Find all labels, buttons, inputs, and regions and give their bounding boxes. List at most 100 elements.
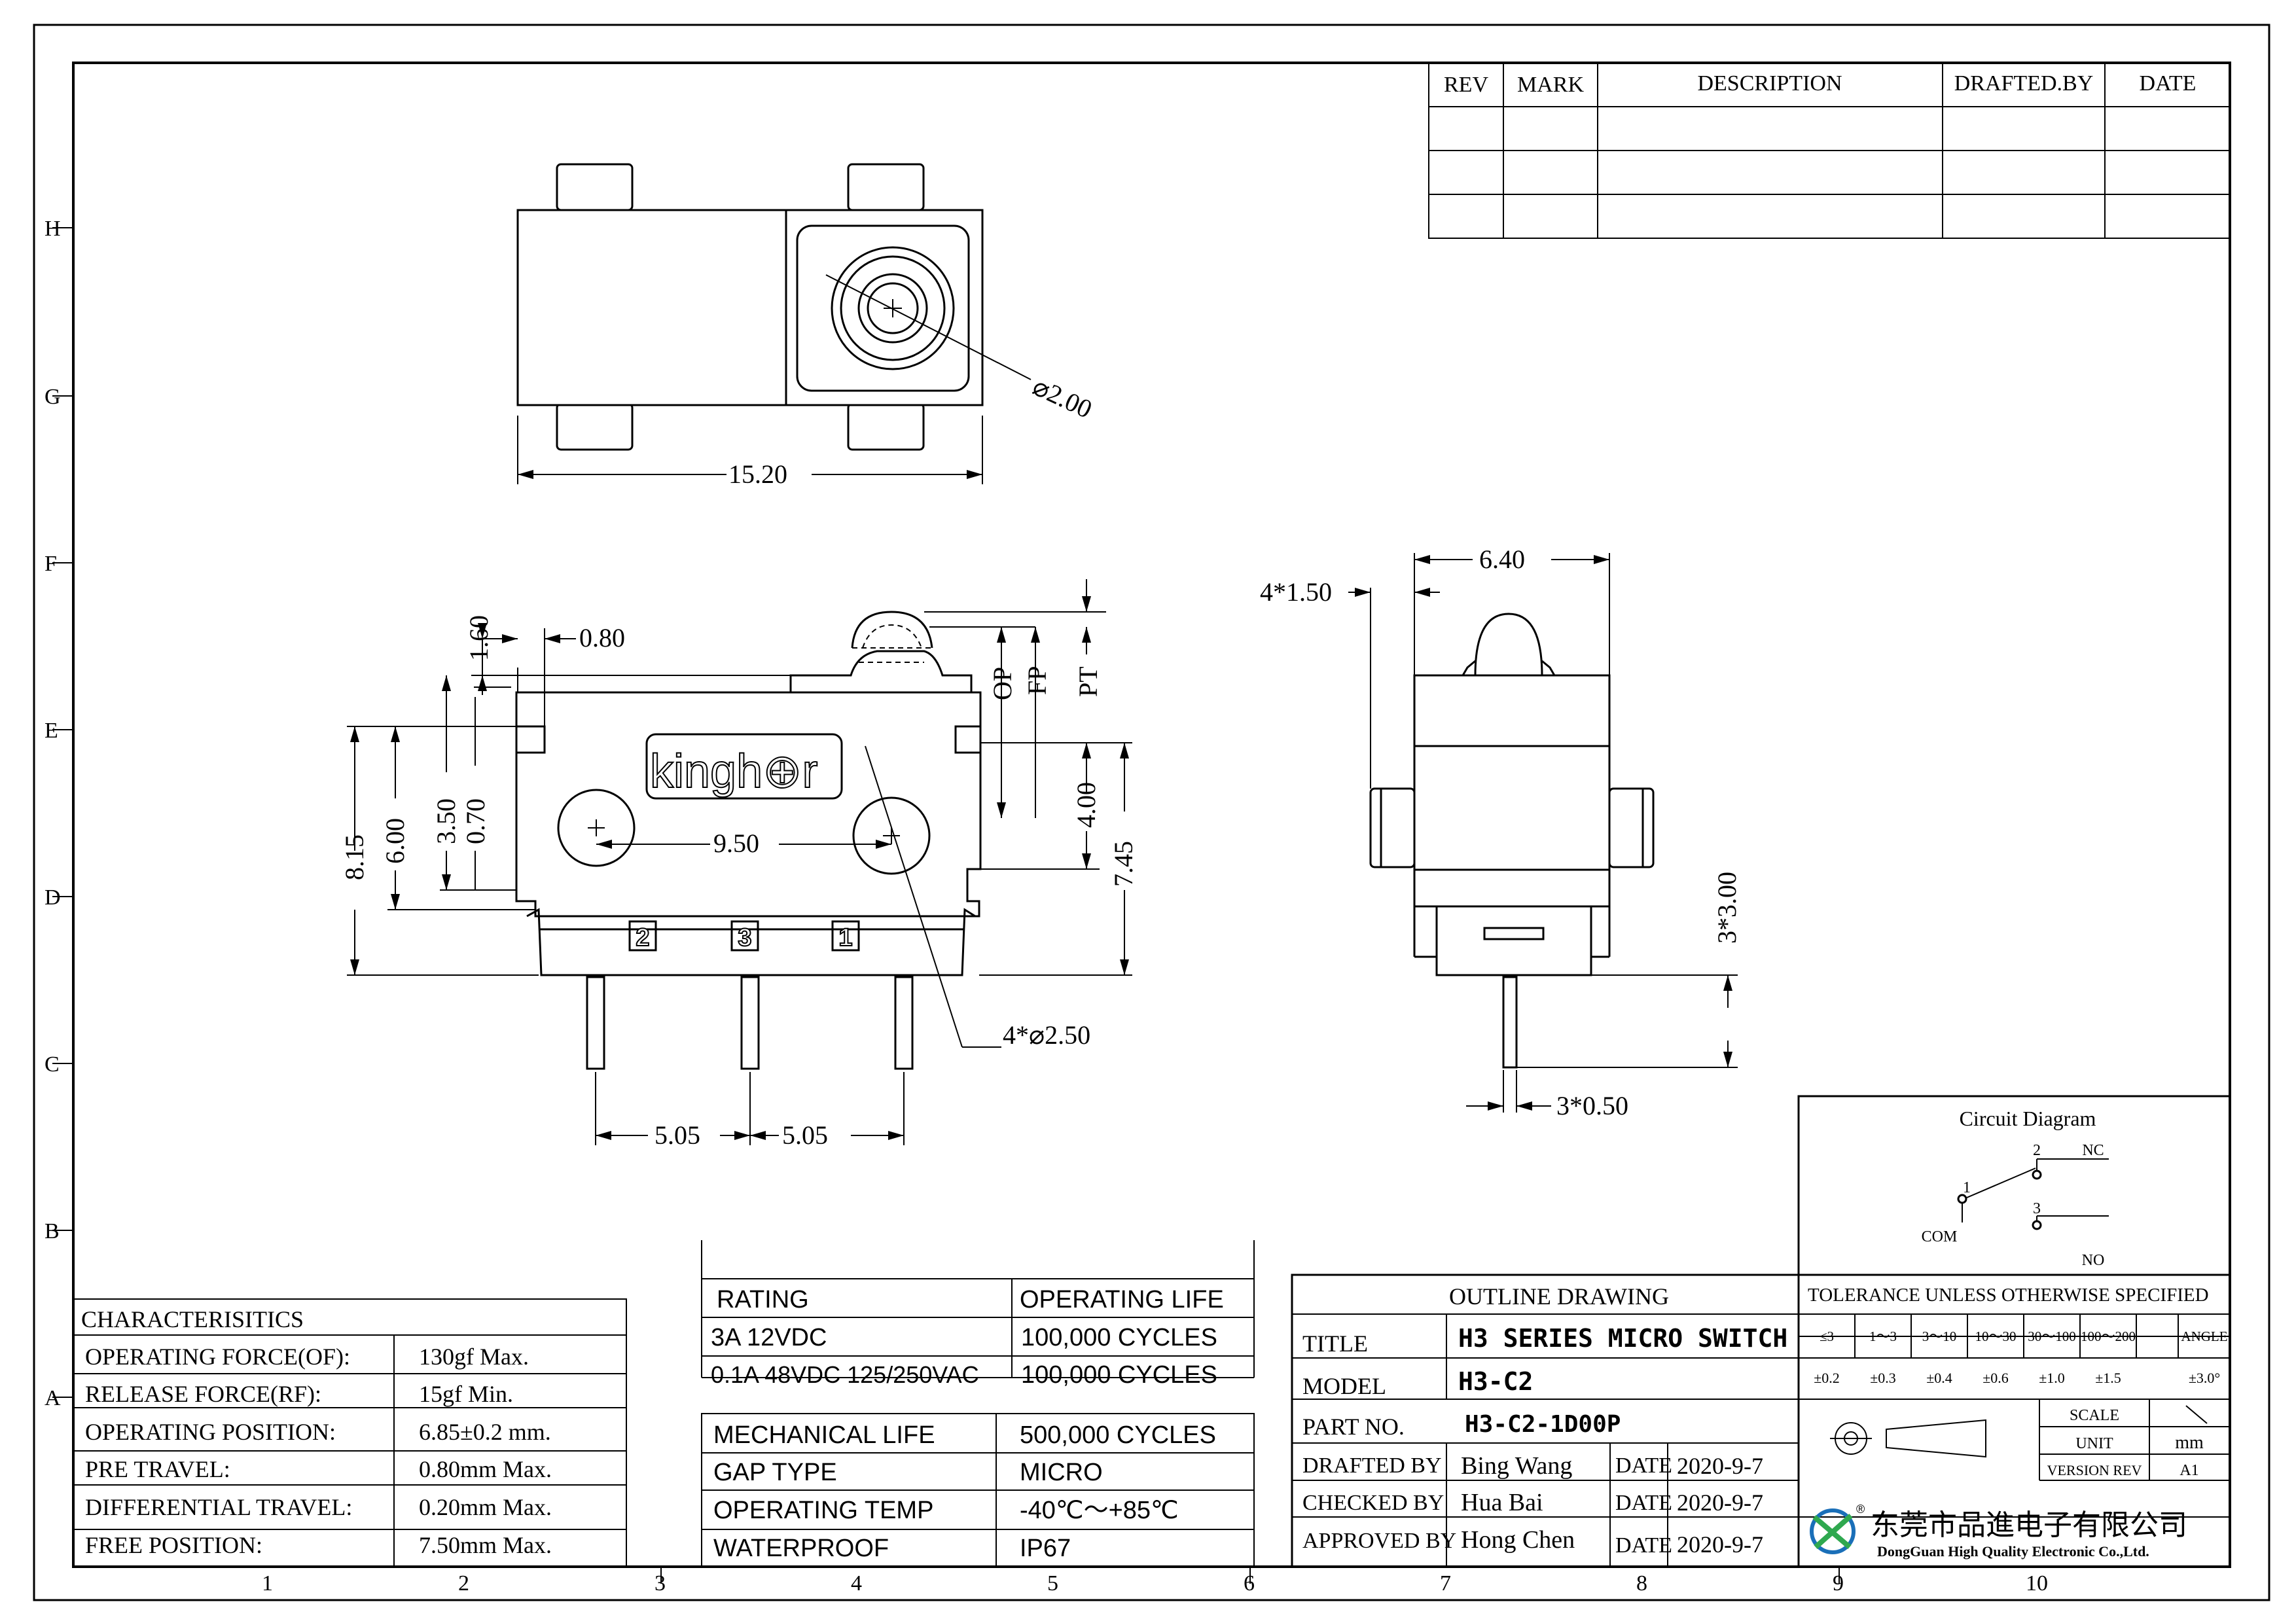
row-label-e: E (45, 719, 58, 743)
company-name-en: DongGuan High Quality Electronic Co.,Ltd… (1877, 1543, 2149, 1560)
model-label: MODEL (1302, 1373, 1386, 1399)
circuit-title: Circuit Diagram (1960, 1107, 2096, 1130)
dim-4x1-50: 4*1.50 (1260, 577, 1332, 607)
rating-row-0-rating: 3A 12VDC (711, 1324, 827, 1351)
char-label-3: PRE TRAVEL: (85, 1456, 230, 1482)
tol-range-6: ANGLE (2181, 1329, 2227, 1344)
tol-value-1: ±0.3 (1870, 1370, 1896, 1386)
top-view-dims (517, 416, 983, 484)
tol-range-2: 3～10 (1922, 1329, 1957, 1344)
char-value-1: 15gf Min. (419, 1381, 513, 1407)
circuit-nc: NC (2082, 1142, 2104, 1159)
tol-range-4: 30～100 (2028, 1329, 2076, 1344)
tol-value-5: ±1.5 (2095, 1370, 2121, 1386)
approved-date-label: DATE (1615, 1533, 1672, 1558)
row-label-f: F (45, 552, 57, 576)
characteristics-title: CHARACTERISITICS (81, 1306, 304, 1332)
title-block (1291, 1274, 2231, 1568)
checked-by-name: Hua Bai (1461, 1489, 1543, 1516)
row-ticks (52, 227, 1840, 1584)
char-label-5: FREE POSITION: (85, 1532, 262, 1558)
dimension-arrows (350, 470, 1732, 1140)
row-label-d: D (45, 885, 61, 910)
title-label: TITLE (1302, 1330, 1368, 1357)
tol-value-2: ±0.4 (1926, 1370, 1952, 1386)
characteristics-texts: CHARACTERISITICS OPERATING FORCE(OF): 13… (81, 1306, 552, 1558)
dim-4-holes: 4*⌀2.50 (1003, 1020, 1090, 1050)
drafted-by-label: DRAFTED BY (1302, 1454, 1442, 1478)
checked-date-label: DATE (1615, 1491, 1672, 1515)
terminal-1-label: 1 (838, 924, 852, 952)
brand-logo: kingh⊕r (650, 745, 817, 798)
col-label-9: 9 (1833, 1571, 1844, 1596)
char-value-0: 130gf Max. (419, 1344, 529, 1370)
company-logo-icon (1810, 1508, 1856, 1554)
tolerance-title: TOLERANCE UNLESS OTHERWISE SPECIFIED (1808, 1285, 2209, 1306)
rating-row-1-life: 100,000 CYCLES (1021, 1361, 1217, 1389)
scale-label: SCALE (2070, 1407, 2119, 1424)
part-no-label: PART NO. (1302, 1414, 1405, 1440)
spec-value-1: MICRO (1020, 1459, 1103, 1486)
col-label-7: 7 (1440, 1571, 1451, 1596)
side-view (1369, 613, 1655, 1069)
approved-date: 2020-9-7 (1677, 1531, 1763, 1558)
circuit-node-2: 2 (2033, 1142, 2041, 1159)
dim-9-50: 9.50 (713, 829, 759, 858)
dim-3x3-00: 3*3.00 (1712, 872, 1742, 944)
col-label-4: 4 (851, 1571, 862, 1596)
tol-value-0: ±0.2 (1814, 1370, 1840, 1386)
rating-texts: RATING OPERATING LIFE 3A 12VDC 100,000 C… (711, 1286, 1224, 1389)
unit-value: mm (2175, 1433, 2204, 1453)
tol-value-4: ±1.0 (2039, 1370, 2065, 1386)
row-label-b: B (45, 1219, 60, 1243)
circuit-node-3: 3 (2033, 1200, 2041, 1217)
rev-header: REV (1444, 73, 1488, 97)
dim-pitch-1: 5.05 (655, 1120, 700, 1150)
model-value: H3-C2 (1458, 1367, 1533, 1396)
checked-by-label: CHECKED BY (1302, 1491, 1444, 1515)
char-label-1: RELEASE FORCE(RF): (85, 1381, 321, 1407)
drafted-date: 2020-9-7 (1677, 1453, 1763, 1479)
tol-value-3: ±0.6 (1982, 1370, 2009, 1386)
col-label-8: 8 (1636, 1571, 1647, 1596)
dimension-texts: 15.20 ⌀2.00 0.80 1.60 8.15 6.00 3.50 0.7… (340, 371, 1742, 1150)
dim-4-00: 4.00 (1071, 782, 1101, 828)
row-label-c: C (45, 1052, 60, 1077)
side-view-dims (1348, 553, 1738, 1113)
spec-label-1: GAP TYPE (713, 1459, 837, 1486)
dim-3-50: 3.50 (431, 798, 461, 844)
tol-range-1: 1～3 (1869, 1329, 1897, 1344)
dim-3x0-50: 3*0.50 (1556, 1091, 1628, 1120)
char-value-5: 7.50mm Max. (419, 1532, 552, 1558)
col-label-5: 5 (1047, 1571, 1058, 1596)
spec-value-2: -40℃～+85℃ (1020, 1497, 1179, 1524)
spec-label-3: WATERPROOF (713, 1535, 889, 1562)
spec-value-3: IP67 (1020, 1535, 1071, 1562)
dim-8-15: 8.15 (340, 834, 369, 880)
rating-table (701, 1240, 1255, 1378)
dim-pt: PT (1073, 666, 1103, 697)
tolerance-values: ±0.2 ±0.3 ±0.4 ±0.6 ±1.0 ±1.5 ±3.0° (1814, 1370, 2220, 1386)
dim-1-60: 1.60 (464, 615, 493, 661)
char-value-2: 6.85±0.2 mm. (419, 1419, 551, 1445)
spec-label-2: OPERATING TEMP (713, 1497, 933, 1524)
col-label-1: 1 (262, 1571, 273, 1596)
frame-labels: H G F E D C B A 1 2 3 4 5 6 7 8 9 10 (45, 217, 2048, 1596)
drafted-by-name: Bing Wang (1461, 1452, 1572, 1480)
row-label-g: G (45, 385, 61, 409)
terminal-numbers: 2 3 1 (635, 923, 853, 952)
col-label-10: 10 (2026, 1571, 2048, 1596)
char-label-2: OPERATING POSITION: (85, 1419, 336, 1445)
date-header: DATE (2140, 71, 2197, 96)
unit-label: UNIT (2075, 1435, 2113, 1452)
company-name-cn: 东莞市品進电子有限公司 (1871, 1508, 2187, 1542)
tol-value-6: ±3.0° (2189, 1370, 2220, 1386)
title-value: H3 SERIES MICRO SWITCH (1458, 1324, 1787, 1353)
specs-texts: MECHANICAL LIFE 500,000 CYCLES GAP TYPE … (713, 1421, 1216, 1562)
spec-label-0: MECHANICAL LIFE (713, 1421, 935, 1449)
outline-drawing-label: OUTLINE DRAWING (1449, 1283, 1669, 1310)
characteristics-table (73, 1298, 627, 1567)
specs-table (701, 1413, 1255, 1567)
circuit-node-1: 1 (1963, 1179, 1971, 1196)
